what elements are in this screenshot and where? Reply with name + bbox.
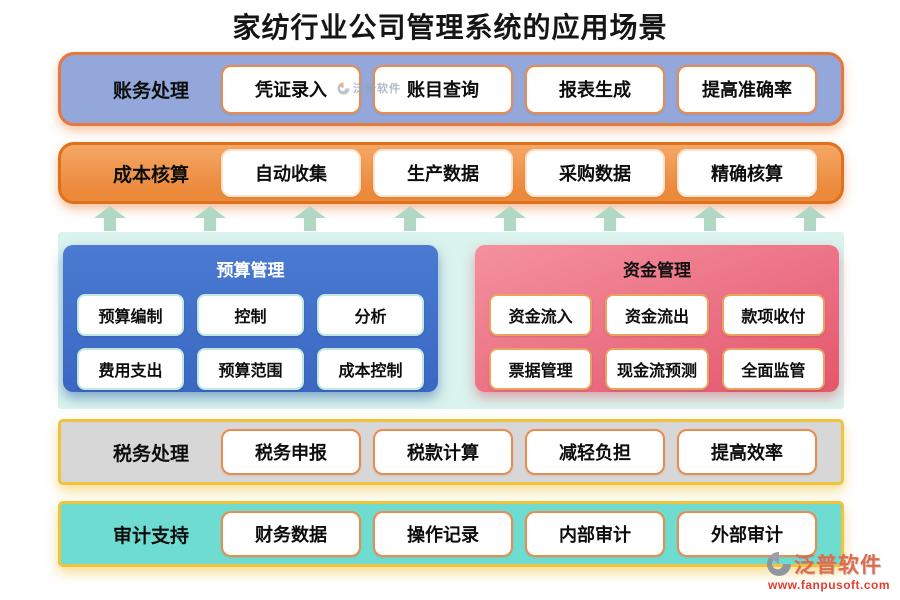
chip-group: 凭证录入 账目查询 报表生成 提高准确率 — [221, 64, 817, 114]
up-arrow-icon — [594, 206, 626, 231]
band-label: 成本核算 — [112, 164, 189, 186]
band-cost-accounting: 成本核算 自动收集 生产数据 采购数据 精确核算 — [58, 142, 844, 204]
chip-grid: 预算编制 控制 分析 费用支出 预算范围 成本控制 — [77, 294, 424, 390]
chip-operation-records[interactable]: 操作记录 — [373, 511, 513, 557]
band-label: 审计支持 — [112, 525, 189, 547]
chip-fund-inflow[interactable]: 资金流入 — [489, 294, 593, 336]
chip-internal-audit[interactable]: 内部审计 — [525, 511, 665, 557]
chip-analysis[interactable]: 分析 — [317, 294, 424, 336]
chip-cost-control[interactable]: 成本控制 — [317, 348, 424, 390]
chip-group: 税务申报 税款计算 减轻负担 提高效率 — [221, 429, 817, 475]
chip-tax-declaration[interactable]: 税务申报 — [221, 429, 361, 475]
up-arrow-icon — [194, 206, 226, 231]
chip-financial-data[interactable]: 财务数据 — [221, 511, 361, 557]
chip-control[interactable]: 控制 — [197, 294, 304, 336]
middle-container: 预算管理 预算编制 控制 分析 费用支出 预算范围 成本控制 资金管理 资金流入… — [58, 232, 844, 409]
chip-improve-efficiency[interactable]: 提高效率 — [677, 429, 817, 475]
chip-full-supervision[interactable]: 全面监管 — [721, 348, 825, 390]
chip-accurate-accounting[interactable]: 精确核算 — [677, 149, 817, 197]
fanpu-logo-icon — [767, 552, 791, 576]
chip-expense-spending[interactable]: 费用支出 — [77, 348, 184, 390]
chip-payment-receipt[interactable]: 款项收付 — [721, 294, 825, 336]
chip-grid: 资金流入 资金流出 款项收付 票据管理 现金流预测 全面监管 — [489, 294, 825, 390]
up-arrow-icon — [294, 206, 326, 231]
chip-budget-preparation[interactable]: 预算编制 — [77, 294, 184, 336]
chip-report-generation[interactable]: 报表生成 — [525, 64, 665, 114]
logo-row: 泛普软件 — [766, 549, 898, 579]
panel-title: 预算管理 — [216, 261, 285, 280]
band-label: 税务处理 — [112, 443, 189, 465]
chip-improve-accuracy[interactable]: 提高准确率 — [677, 64, 817, 114]
band-audit-support: 审计支持 财务数据 操作记录 内部审计 外部审计 — [58, 501, 844, 567]
up-arrow-icon — [94, 206, 126, 231]
chip-fund-outflow[interactable]: 资金流出 — [605, 294, 709, 336]
band-ledger-processing: 账务处理 凭证录入 账目查询 报表生成 提高准确率 泛普软件 — [58, 52, 844, 126]
panel-title: 资金管理 — [623, 261, 691, 280]
chip-tax-calculation[interactable]: 税款计算 — [373, 429, 513, 475]
chip-cashflow-forecast[interactable]: 现金流预测 — [605, 348, 709, 390]
band-tax-processing: 税务处理 税务申报 税款计算 减轻负担 提高效率 — [58, 419, 844, 485]
panel-fund-management: 资金管理 资金流入 资金流出 款项收付 票据管理 现金流预测 全面监管 — [475, 245, 839, 392]
band-label: 账务处理 — [112, 80, 189, 102]
up-arrow-icon — [794, 206, 826, 231]
chip-group: 财务数据 操作记录 内部审计 外部审计 — [221, 511, 817, 557]
chip-group: 自动收集 生产数据 采购数据 精确核算 — [221, 149, 817, 197]
chip-account-query[interactable]: 账目查询 — [373, 64, 513, 114]
panel-budget-management: 预算管理 预算编制 控制 分析 费用支出 预算范围 成本控制 — [63, 245, 438, 392]
chip-auto-collect[interactable]: 自动收集 — [221, 149, 361, 197]
logo-name: 泛普软件 — [794, 554, 882, 577]
chip-voucher-entry[interactable]: 凭证录入 — [221, 64, 361, 114]
up-arrow-icon — [494, 206, 526, 231]
page-title: 家纺行业公司管理系统的应用场景 — [232, 12, 668, 43]
chip-reduce-burden[interactable]: 减轻负担 — [525, 429, 665, 475]
chip-bill-management[interactable]: 票据管理 — [489, 348, 593, 390]
chip-budget-scope[interactable]: 预算范围 — [197, 348, 304, 390]
chip-purchase-data[interactable]: 采购数据 — [525, 149, 665, 197]
up-arrow-icon — [394, 206, 426, 231]
up-arrow-icon — [694, 206, 726, 231]
logo-url: www.fanpusoft.com — [768, 578, 891, 592]
chip-external-audit[interactable]: 外部审计 — [677, 511, 817, 557]
arrow-row — [58, 206, 844, 231]
vendor-logo: 泛普软件 www.fanpusoft.com — [766, 549, 898, 592]
chip-production-data[interactable]: 生产数据 — [373, 149, 513, 197]
